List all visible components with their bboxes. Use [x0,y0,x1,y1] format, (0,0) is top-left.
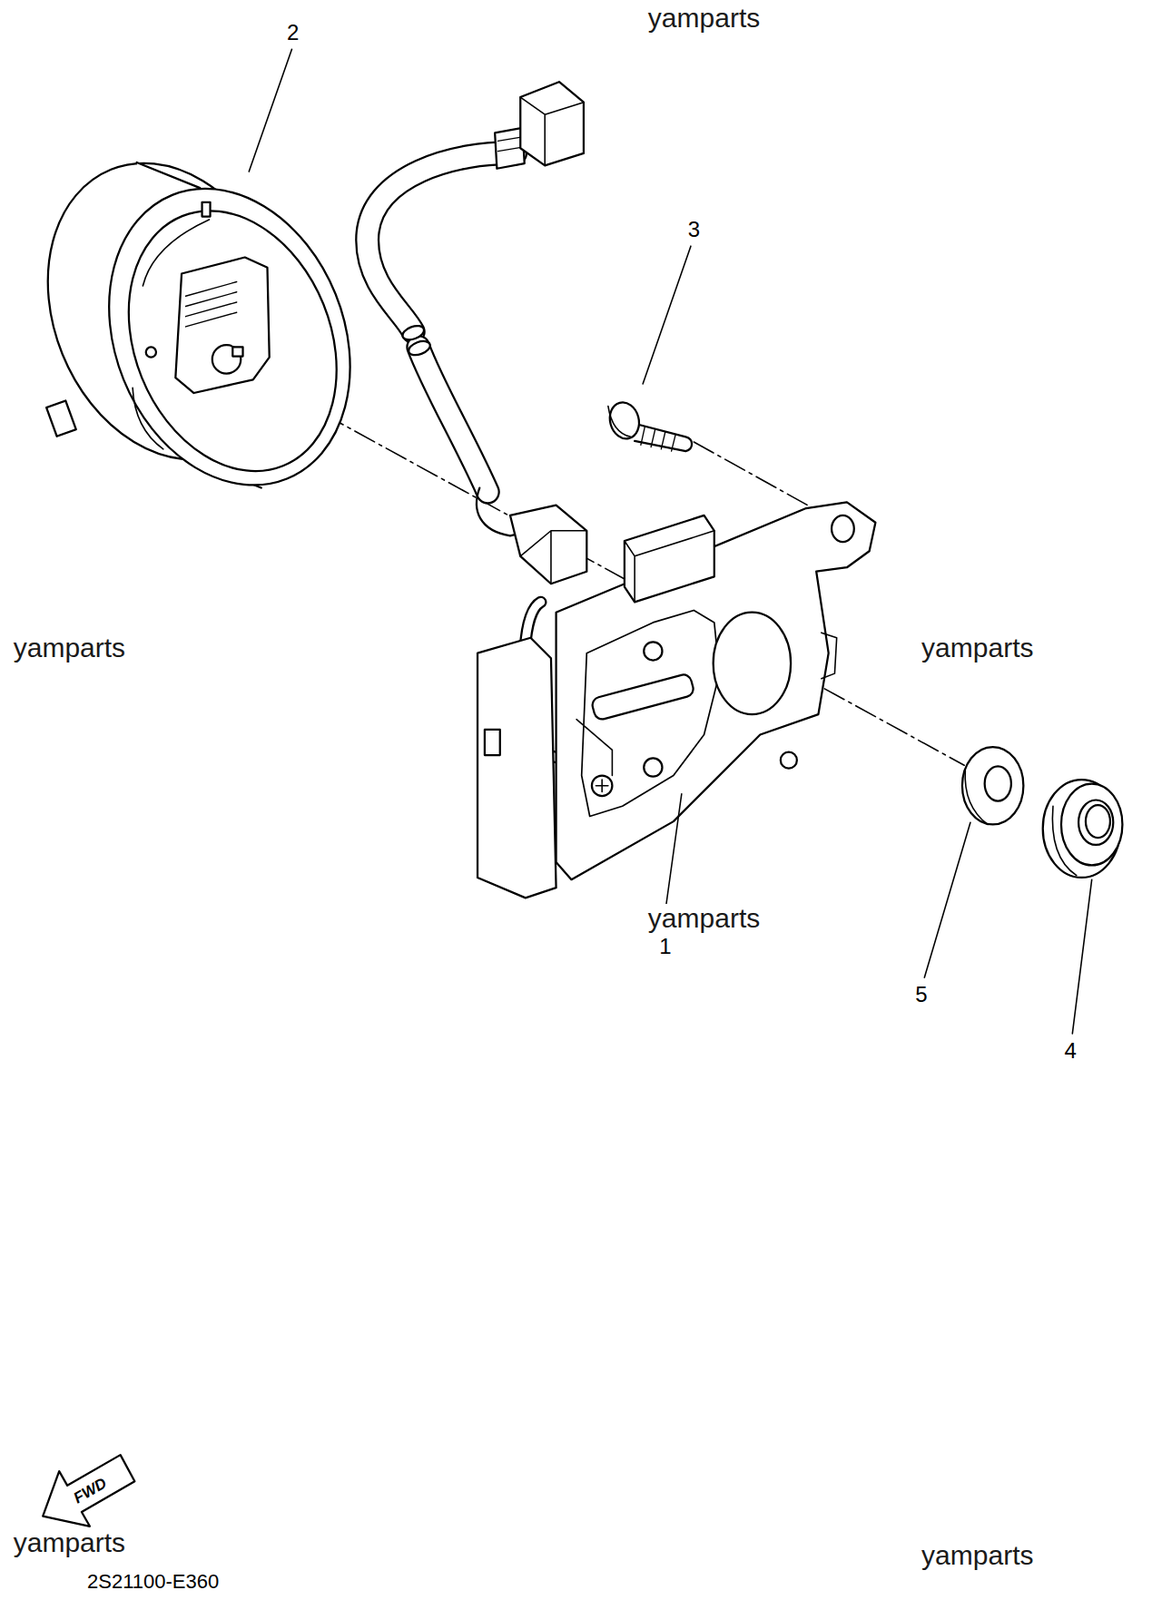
watermark: yamparts [11,1528,128,1558]
washer [962,747,1024,825]
callout-number: 5 [913,983,929,1006]
stator-assembly [477,638,557,899]
stator-assembly [477,502,876,898]
flywheel-rotor [66,152,394,522]
flywheel-rotor [202,202,211,217]
forward-arrow [42,1455,135,1527]
flange-nut [1078,800,1113,846]
leader-line [248,49,1092,1034]
wire-harness [520,531,587,584]
stator-assembly [624,531,715,603]
screw [605,399,643,443]
watermark: yamparts [11,633,128,663]
watermark: yamparts [919,633,1035,663]
wire-harness [418,346,488,493]
stator-assembly [581,610,720,817]
flange-nut [1043,779,1123,878]
flywheel-rotor [132,387,164,449]
callout-number: 2 [285,20,301,44]
wire-harness [520,97,584,166]
washer [962,747,1024,825]
wire-harness [400,323,426,343]
flywheel-rotor [186,282,237,327]
wire-harness [520,81,584,166]
wire-harness [498,147,523,151]
flange-nut [1085,805,1111,838]
diagram-code: 2S21100-E360 [85,1571,221,1593]
flywheel-rotor [146,346,157,357]
flange-nut [1052,806,1076,876]
stator-assembly [595,779,608,792]
forward-arrow [42,1455,135,1527]
stator-assembly [780,752,798,769]
washer [964,770,988,826]
stator-assembly [590,672,696,721]
watermark: yamparts [646,904,762,934]
flywheel-rotor [46,400,77,436]
wire-harness [418,346,488,493]
stator-assembly [484,729,501,756]
callout-number: 1 [657,935,673,958]
leader-line [642,246,691,384]
leader-line [1072,879,1092,1034]
wire-harness [406,338,433,358]
stator-assembly [831,515,855,542]
flange-nut [1061,784,1123,867]
stator-assembly [821,632,837,680]
stator-assembly [624,515,715,603]
leader-line [665,794,682,912]
screw [634,423,692,452]
callout-number: 3 [686,217,702,241]
stator-assembly [556,502,877,880]
flywheel-rotor [232,346,243,356]
flywheel-rotor [175,257,269,394]
wire-harness [498,137,523,141]
callout-number: 4 [1062,1039,1078,1063]
flywheel-rotor [5,127,394,522]
watermark: yamparts [646,3,762,33]
stator-assembly [643,758,662,777]
screw [640,426,676,452]
screw [605,399,692,452]
screw [608,406,631,438]
stator-assembly [713,612,791,715]
washer [984,766,1012,801]
direction-label: FWD [68,1475,111,1509]
leader-line [248,49,292,172]
wire-harness [367,153,516,333]
watermark: yamparts [919,1541,1035,1571]
leader-line [924,822,971,978]
stator-assembly [643,641,662,660]
flywheel-rotor [91,179,375,503]
flywheel-rotor [137,162,201,188]
wire-harness [367,153,516,333]
stator-assembly [591,776,612,797]
stator-assembly [576,719,612,777]
wire-harness [510,505,587,585]
